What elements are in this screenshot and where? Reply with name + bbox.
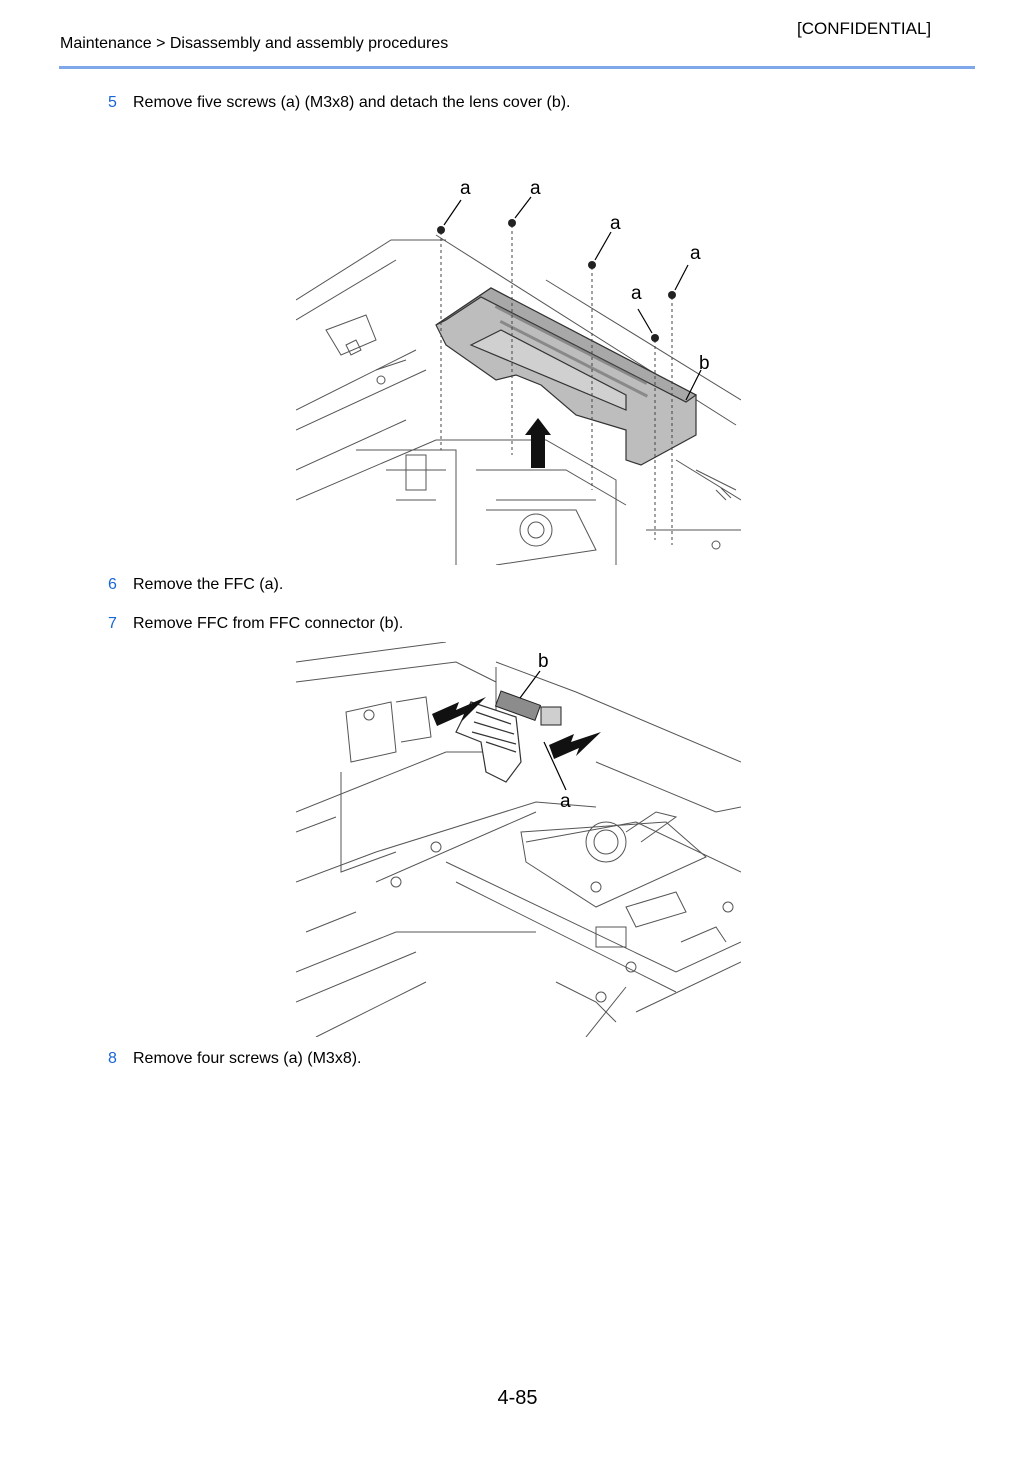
step-number: 7	[108, 615, 117, 632]
step-number: 5	[108, 94, 117, 111]
callout-b-label: b	[699, 353, 710, 374]
callout-a-label: a	[631, 283, 642, 304]
step-8: 8 Remove four screws (a) (M3x8).	[108, 1050, 362, 1068]
callout-a-label: a	[610, 213, 621, 234]
confidential-label: [CONFIDENTIAL]	[797, 19, 932, 38]
header-divider	[59, 66, 975, 69]
step-text: Remove five screws (a) (M3x8) and detach…	[133, 94, 571, 111]
breadcrumb: Maintenance > Disassembly and assembly p…	[60, 35, 449, 52]
step-5: 5 Remove five screws (a) (M3x8) and deta…	[108, 94, 571, 112]
step-number: 8	[108, 1050, 117, 1067]
step-7: 7 Remove FFC from FFC connector (b).	[108, 615, 403, 633]
callout-a-label: a	[460, 178, 471, 199]
step-6: 6 Remove the FFC (a).	[108, 576, 283, 594]
ffc-removal-illustration: b a	[295, 641, 742, 1038]
lens-cover-illustration: a a a a a b	[295, 170, 742, 566]
callout-a-label: a	[690, 243, 701, 264]
callout-b-label: b	[538, 651, 549, 672]
callout-a-label: a	[560, 791, 571, 812]
callout-a-label: a	[530, 178, 541, 199]
step-text: Remove the FFC (a).	[133, 576, 284, 593]
page-number: 4-85	[497, 1387, 538, 1409]
step-text: Remove FFC from FFC connector (b).	[133, 615, 404, 632]
step-text: Remove four screws (a) (M3x8).	[133, 1050, 362, 1067]
step-number: 6	[108, 576, 117, 593]
